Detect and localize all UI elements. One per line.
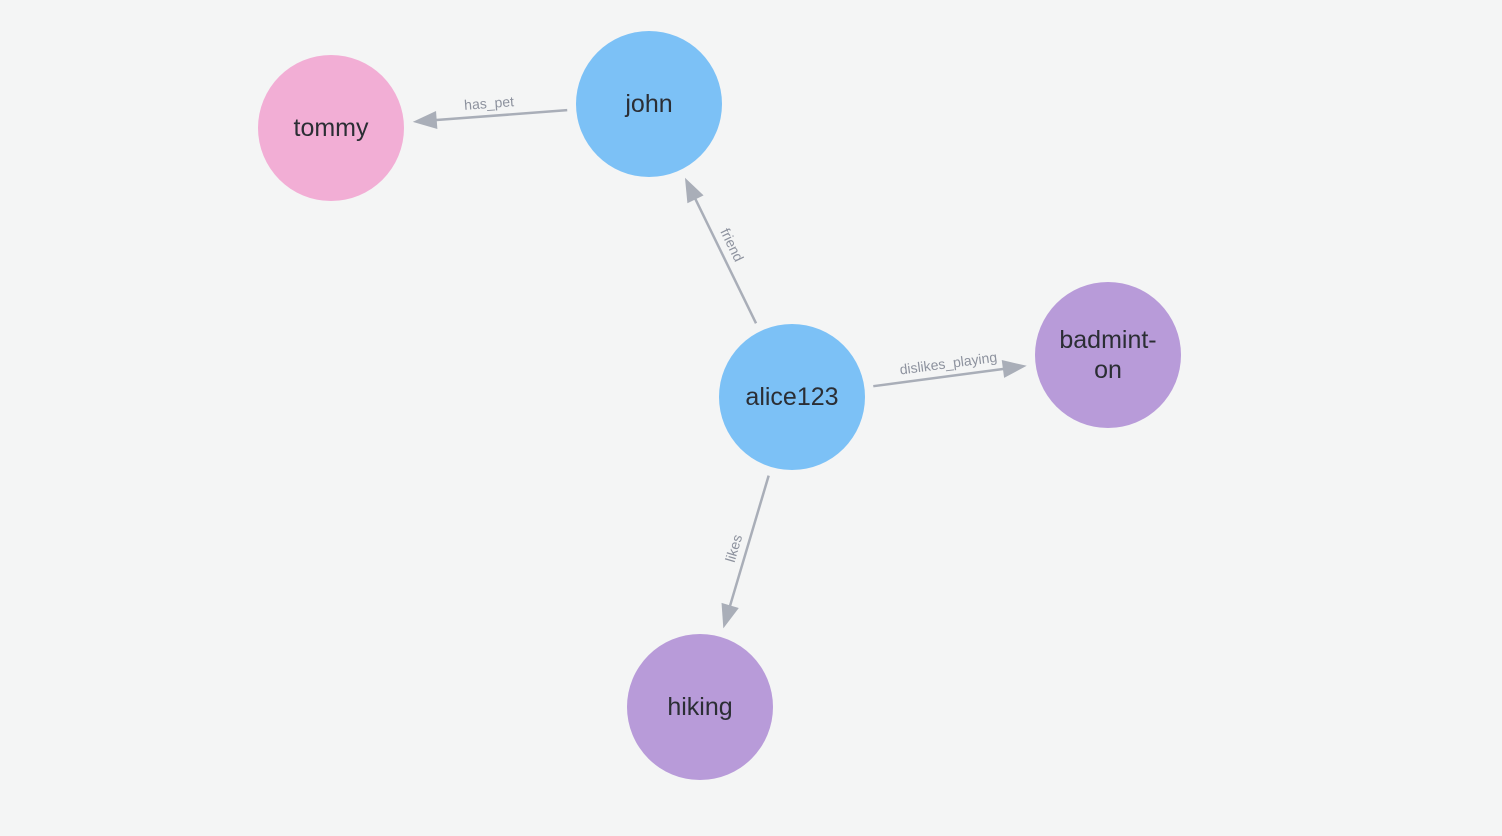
edge-label: likes [722,533,745,564]
node-circle[interactable] [627,634,773,780]
edge-label: dislikes_playing [899,349,998,378]
graph-node-tommy[interactable]: tommy [258,55,404,201]
edge-line[interactable] [693,196,758,324]
edge-line[interactable] [728,475,770,608]
graph-node-john[interactable]: john [576,31,722,177]
edge-arrowhead-icon [1001,360,1027,378]
edge-label: has_pet [464,93,515,113]
edge-arrowhead-icon [721,602,739,629]
edge-arrowhead-icon [684,177,704,204]
node-circle[interactable] [1035,282,1181,428]
edge-line[interactable] [873,367,1006,388]
node-circle[interactable] [719,324,865,470]
graph-edge-likes[interactable]: likes [721,475,770,629]
node-circle[interactable] [576,31,722,177]
graph-node-badminton[interactable]: badmint-on [1035,282,1181,428]
edge-label: friend [717,226,747,264]
graph-node-hiking[interactable]: hiking [627,634,773,780]
edge-line[interactable] [434,108,568,122]
graph-edge-has_pet[interactable]: has_pet [412,93,568,129]
node-circle[interactable] [258,55,404,201]
edge-arrowhead-icon [412,111,438,129]
graph-node-alice123[interactable]: alice123 [719,324,865,470]
graph-edge-dislikes_playing[interactable]: dislikes_playing [873,349,1027,388]
graph-edge-friend[interactable]: friend [684,177,758,324]
